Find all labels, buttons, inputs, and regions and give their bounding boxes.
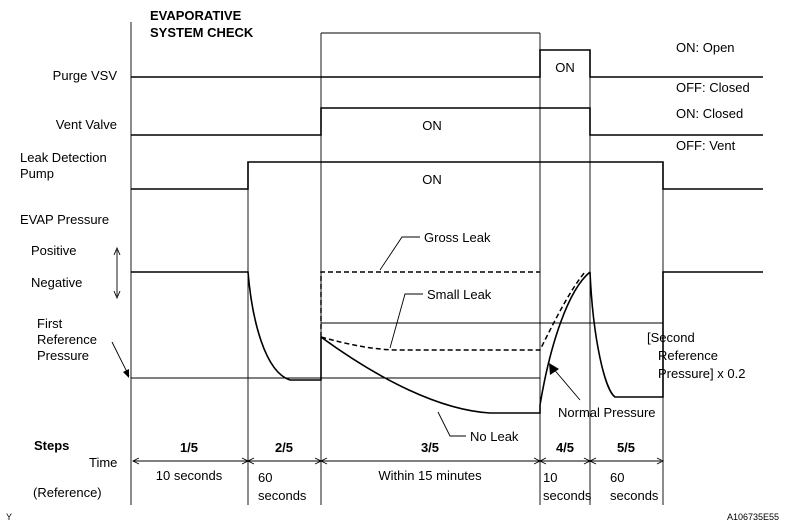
evap-pressure-step-1-2 (131, 271, 322, 381)
normal-pressure-label: Normal Pressure (558, 405, 656, 420)
time-arrows (131, 457, 665, 465)
step-time-4-line-1: 10 (543, 470, 557, 485)
footer-figure-id: A106735E55 (727, 512, 779, 522)
reference-label: (Reference) (33, 485, 102, 500)
gross-leak-label: Gross Leak (424, 230, 491, 245)
second-ref-label-1: [Second (647, 330, 695, 345)
small-leak-curve (320, 271, 586, 351)
step-time-1: 10 seconds (156, 468, 223, 483)
step-time-3: Within 15 minutes (378, 468, 482, 483)
step-time-2-line-1: 60 (258, 470, 272, 485)
row-label-first-ref-2: Reference (37, 332, 97, 347)
no-leak-leader (437, 411, 466, 437)
label-off-closed: OFF: Closed (676, 80, 750, 95)
row-label-positive: Positive (31, 243, 77, 258)
steps-label: Steps (34, 438, 69, 453)
step-name-5: 5/5 (617, 440, 635, 455)
normal-pressure-arrow (549, 363, 581, 401)
row-label-leak-pump-1: Leak Detection (20, 150, 107, 165)
step-time-5-line-1: 60 (610, 470, 624, 485)
normal-pressure-curve (539, 271, 591, 406)
step-name-1: 1/5 (180, 440, 198, 455)
time-label: Time (89, 455, 117, 470)
second-ref-label-2: Reference (658, 348, 718, 363)
step-name-4: 4/5 (556, 440, 574, 455)
evap-pressure-step-5 (589, 271, 763, 398)
small-leak-leader (389, 293, 423, 349)
footer-left-code: Y (6, 512, 12, 522)
label-off-vent: OFF: Vent (676, 138, 736, 153)
row-label-purge-vsv: Purge VSV (53, 68, 118, 83)
vent-on-label: ON (422, 118, 442, 133)
row-label-first-ref-3: Pressure (37, 348, 89, 363)
label-on-closed: ON: Closed (676, 106, 743, 121)
row-label-leak-pump-2: Pump (20, 166, 54, 181)
small-leak-label: Small Leak (427, 287, 492, 302)
diagram-title-line-1: EVAPORATIVE (150, 8, 242, 23)
pump-on-label: ON (422, 172, 442, 187)
second-ref-label-3: Pressure] x 0.2 (658, 366, 745, 381)
label-on-open: ON: Open (676, 40, 735, 55)
row-label-evap-pressure: EVAP Pressure (20, 212, 109, 227)
row-label-negative: Negative (31, 275, 82, 290)
row-label-vent-valve: Vent Valve (56, 117, 117, 132)
purge-vsv-signal (131, 49, 763, 78)
pressure-direction-arrow (113, 246, 121, 300)
no-leak-label: No Leak (470, 429, 519, 444)
row-label-first-ref-1: First (37, 316, 63, 331)
step-name-3: 3/5 (421, 440, 439, 455)
purge-on-label: ON (555, 60, 575, 75)
gross-leak-curve (320, 271, 540, 337)
diagram-title-line-2: SYSTEM CHECK (150, 25, 254, 40)
gross-leak-leader (379, 236, 420, 271)
vent-valve-signal (131, 107, 763, 136)
no-leak-curve (320, 336, 541, 414)
step-name-2: 2/5 (275, 440, 293, 455)
step-time-4-line-2: seconds (543, 488, 592, 503)
first-ref-arrow (111, 341, 130, 378)
leak-pump-signal (131, 161, 763, 190)
step-time-5-line-2: seconds (610, 488, 659, 503)
step-time-2-line-2: seconds (258, 488, 307, 503)
